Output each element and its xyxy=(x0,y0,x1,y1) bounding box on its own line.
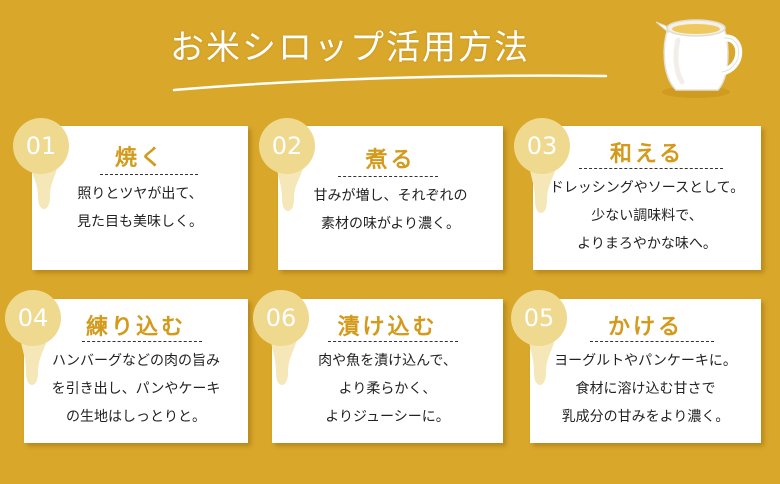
card-line: 乳成分の甘みをより濃く。 xyxy=(561,409,730,425)
number-badge-04: 04 xyxy=(4,289,64,403)
usage-card-06: 漬け込む 肉や魚を漬け込んで、 より柔らかく、 よりジューシーに。 xyxy=(272,299,503,443)
syrup-drip-icon xyxy=(514,118,570,213)
card-description: ヨーグルトやパンケーキに。 食材に溶け込む甘さで 乳成分の甘みをより濃く。 xyxy=(530,347,761,431)
badge-number: 05 xyxy=(523,304,555,332)
badge-number: 04 xyxy=(17,304,49,332)
syrup-drip-icon xyxy=(13,118,69,209)
card-line: ハンバーグなどの肉の旨み xyxy=(52,353,220,369)
card-title-divider xyxy=(338,176,438,177)
card-title: かける xyxy=(607,315,683,340)
card-description: ドレッシングやソースとして。 少ない調味料で、 よりまろやかな味へ。 xyxy=(533,174,761,258)
card-description: 肉や魚を漬け込んで、 より柔らかく、 よりジューシーに。 xyxy=(272,347,503,431)
card-line: ドレッシングやソースとして。 xyxy=(549,180,745,196)
number-badge-06: 06 xyxy=(252,289,312,403)
usage-card-05: かける ヨーグルトやパンケーキに。 食材に溶け込む甘さで 乳成分の甘みをより濃く… xyxy=(530,299,761,443)
card-description: 照りとツヤが出て、 見た目も美味しく。 xyxy=(32,180,248,236)
badge-number: 01 xyxy=(25,132,57,160)
card-description: ハンバーグなどの肉の旨み を引き出し、パンやケーキ の生地はしっとりと。 xyxy=(24,347,248,431)
usage-card-01: 焼く 照りとツヤが出て、 見た目も美味しく。 xyxy=(32,126,248,270)
card-line: 食材に溶け込む甘さで xyxy=(575,381,716,397)
card-line: 照りとツヤが出て、 xyxy=(77,186,203,202)
card-title: 焼く xyxy=(114,146,165,171)
syrup-drip-icon xyxy=(5,290,61,385)
title-underline xyxy=(172,74,608,92)
card-line: 甘みが増し、それぞれの xyxy=(313,188,468,204)
number-badge-02: 02 xyxy=(258,117,318,231)
card-title: 煮る xyxy=(365,148,416,173)
card-title: 練り込む xyxy=(85,315,186,340)
page-title: お米シロップ活用方法 xyxy=(170,28,530,68)
card-title-divider xyxy=(100,174,198,175)
card-title-divider xyxy=(590,341,714,342)
number-badge-01: 01 xyxy=(12,117,72,231)
usage-card-02: 煮る 甘みが増し、それぞれの 素材の味がより濃く。 xyxy=(278,126,503,270)
usage-card-03: 和える ドレッシングやソースとして。 少ない調味料で、 よりまろやかな味へ。 xyxy=(533,126,761,270)
badge-number: 03 xyxy=(526,132,558,160)
card-title: 和える xyxy=(609,142,685,167)
number-badge-05: 05 xyxy=(510,289,570,403)
syrup-drip-icon xyxy=(259,118,315,211)
card-title: 漬け込む xyxy=(337,315,438,340)
syrup-drip-icon xyxy=(253,290,309,385)
card-line: の生地はしっとりと。 xyxy=(66,409,206,425)
badge-number: 06 xyxy=(265,304,297,332)
card-line: 素材の味がより濃く。 xyxy=(320,216,461,232)
usage-card-04: 練り込む ハンバーグなどの肉の旨み を引き出し、パンやケーキ の生地はしっとりと… xyxy=(24,299,248,443)
syrup-drip-icon xyxy=(511,290,567,385)
badge-number: 02 xyxy=(271,132,303,160)
card-title-divider xyxy=(82,341,202,342)
card-line: よりまろやかな味へ。 xyxy=(577,236,717,252)
card-line: よりジューシーに。 xyxy=(325,409,450,425)
card-line: 肉や魚を漬け込んで、 xyxy=(318,353,457,369)
card-line: を引き出し、パンやケーキ xyxy=(51,381,221,397)
card-title-divider xyxy=(579,168,723,169)
card-title-divider xyxy=(328,341,458,342)
card-description: 甘みが増し、それぞれの 素材の味がより濃く。 xyxy=(278,182,503,238)
card-line: 見た目も美味しく。 xyxy=(77,214,203,230)
card-line: ヨーグルトやパンケーキに。 xyxy=(554,353,737,369)
number-badge-03: 03 xyxy=(513,117,573,231)
card-line: 少ない調味料で、 xyxy=(591,208,703,224)
card-line: より柔らかく、 xyxy=(338,381,437,397)
syrup-pitcher-icon xyxy=(655,19,743,98)
